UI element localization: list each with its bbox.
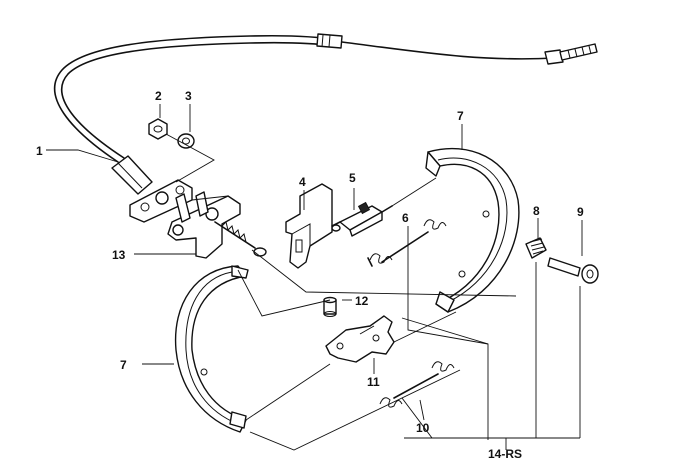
callout-3: 3 xyxy=(185,89,192,103)
part-5-adjuster-strut xyxy=(331,201,393,237)
part-13-expander-bracket xyxy=(167,191,267,259)
assembly-guide-lines xyxy=(165,133,581,451)
part-4-lever-bracket xyxy=(285,183,333,269)
part-7-brake-shoe-lower xyxy=(174,265,249,433)
part-11-lever xyxy=(325,315,395,363)
callout-1: 1 xyxy=(36,144,43,158)
part-8-spring-cup xyxy=(525,237,547,259)
callout-10: 10 xyxy=(416,421,430,435)
callout-7-lower: 7 xyxy=(120,358,127,372)
callout-2: 2 xyxy=(155,89,162,103)
callout-8: 8 xyxy=(533,204,540,218)
callout-9: 9 xyxy=(577,205,584,219)
callout-4: 4 xyxy=(299,175,306,189)
part-10-lower-return-spring xyxy=(379,361,455,408)
part-7-brake-shoe-upper xyxy=(425,147,520,313)
callout-6: 6 xyxy=(402,211,409,225)
part-6-upper-return-spring xyxy=(367,219,447,267)
callout-12: 12 xyxy=(355,294,369,308)
callout-13: 13 xyxy=(112,248,126,262)
part-1-handbrake-cable xyxy=(53,33,598,195)
callout-14-rs: 14-RS xyxy=(488,447,522,461)
part-3-washer xyxy=(177,133,195,149)
part-9-hold-down-pin xyxy=(547,257,599,284)
callout-labels: 1 2 3 4 5 6 7 7 8 9 10 11 12 13 14-RS xyxy=(36,89,584,461)
callout-7-upper: 7 xyxy=(457,109,464,123)
part-2-nut xyxy=(148,118,168,140)
callout-5: 5 xyxy=(349,171,356,185)
callout-11: 11 xyxy=(367,375,380,389)
callout-leader-lines xyxy=(46,104,583,450)
